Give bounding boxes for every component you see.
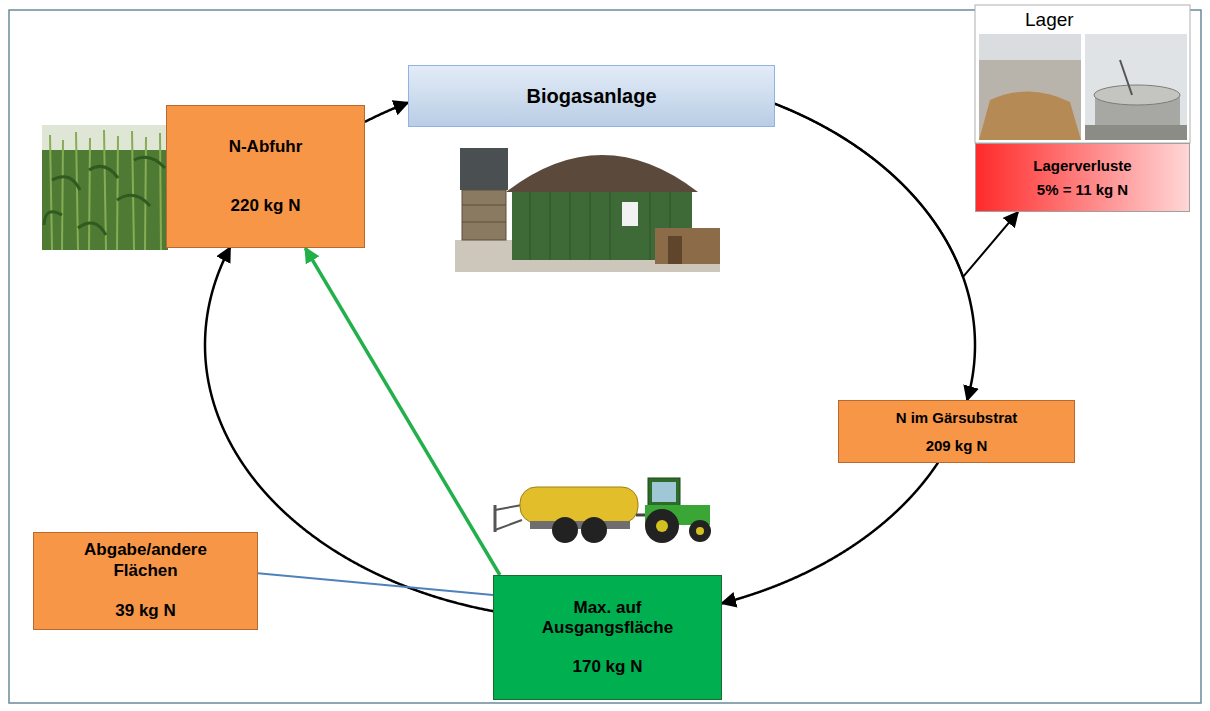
node-value: 209 kg N <box>853 437 1060 455</box>
field-box: Max. auf Ausgangsfläche 170 kg N <box>493 575 722 700</box>
rib <box>610 190 611 260</box>
leaf <box>89 166 118 178</box>
photo-frame <box>975 5 1190 143</box>
node-value: 220 kg N <box>181 196 350 216</box>
node-heading: Abgabe/andere Flächen <box>58 540 233 581</box>
silage-pile <box>979 91 1081 140</box>
direct-arrow <box>305 248 500 575</box>
maize-leaves <box>44 157 165 235</box>
tank-chassis <box>530 521 630 529</box>
leaf <box>117 195 150 206</box>
wheel <box>581 517 607 543</box>
digester-door <box>622 202 638 226</box>
leaf <box>134 157 165 168</box>
ground <box>1085 125 1187 140</box>
rim <box>656 520 668 532</box>
rib <box>530 190 531 260</box>
node-heading: Biogasanlage <box>423 84 760 108</box>
cycle-arrow <box>774 103 975 400</box>
cycle-arrow <box>365 103 408 122</box>
plant-box: Biogasanlage <box>408 65 775 127</box>
photo-sky <box>42 125 168 250</box>
node-heading: N im Gärsubstrat <box>853 409 1060 427</box>
wheel <box>552 517 578 543</box>
rib <box>570 190 571 260</box>
hopper-strut <box>462 205 506 206</box>
stalk <box>145 137 146 250</box>
digester-dome <box>506 155 698 192</box>
frame <box>9 10 1201 703</box>
stalk <box>89 138 90 250</box>
node-heading: N-Abfuhr <box>181 137 350 157</box>
node-heading: Lagerverluste <box>990 157 1175 175</box>
stalk <box>50 135 52 250</box>
node-value: 5% = 11 kg N <box>990 181 1175 199</box>
biogas-plant-photo <box>455 148 720 272</box>
maize-stalks <box>50 130 161 250</box>
node-value: 39 kg N <box>58 601 233 621</box>
silo-wall <box>979 60 1081 140</box>
leaf <box>52 177 80 190</box>
cab <box>648 478 680 508</box>
node-value: 170 kg N <box>514 657 701 677</box>
hopper-frame <box>462 190 506 240</box>
mixer-arm <box>1120 60 1132 95</box>
maize-photo <box>42 125 168 250</box>
stalk <box>132 131 134 250</box>
cycle-arrow <box>722 400 968 604</box>
tank-rim <box>1094 85 1180 105</box>
rib <box>550 190 551 260</box>
tank <box>520 487 638 523</box>
front-wheel <box>689 520 711 542</box>
spreader-arm <box>495 520 522 530</box>
node-heading: Max. auf Ausgangsfläche <box>514 598 701 639</box>
cab-window <box>652 482 676 502</box>
wall-ribs <box>530 190 670 260</box>
hopper-strut <box>462 222 506 223</box>
rib <box>650 190 651 260</box>
feed-hopper <box>460 148 508 190</box>
export-box: Abgabe/andere Flächen 39 kg N <box>33 532 258 630</box>
spreader-arm <box>495 505 522 510</box>
rear-wheel <box>645 509 679 543</box>
loss-arrow <box>775 104 1018 277</box>
leaf <box>78 223 106 235</box>
removal-box: N-Abfuhr 220 kg N <box>166 105 365 248</box>
digestate-box: N im Gärsubstrat 209 kg N <box>838 400 1075 463</box>
rim <box>696 527 704 535</box>
stalk <box>117 136 118 250</box>
photo-sky <box>979 34 1081 140</box>
photo-sky <box>1085 34 1187 140</box>
storage-label: Lager <box>1022 9 1077 31</box>
storage-photo <box>975 5 1190 143</box>
shed-door <box>668 236 682 264</box>
shed <box>655 228 720 264</box>
stalk <box>62 140 63 250</box>
loss-box: Lagerverluste 5% = 11 kg N <box>975 143 1190 212</box>
leaf <box>44 212 62 225</box>
stalk <box>76 132 78 250</box>
stalk <box>160 133 161 250</box>
rib <box>590 190 591 260</box>
export-line <box>258 573 493 595</box>
cycle-arrow <box>205 247 493 611</box>
tractor-tanker <box>495 478 711 543</box>
